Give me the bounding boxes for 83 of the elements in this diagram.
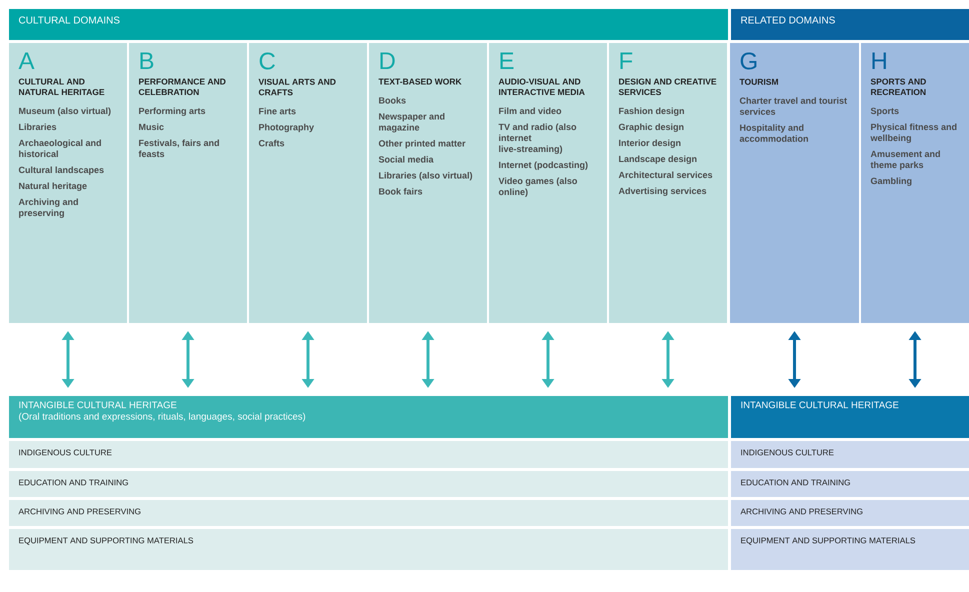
row-text: EQUIPMENT AND SUPPORTING MATERIALS (741, 538, 916, 545)
list-item: Internet (podcasting) (499, 162, 588, 170)
heritage-row (8, 499, 729, 527)
list-item: Social media (378, 156, 434, 163)
column-letter: G (740, 52, 756, 70)
row-text: EDUCATION AND TRAINING (19, 480, 128, 486)
column-letter: C (260, 52, 275, 70)
heritage-row (8, 440, 729, 469)
column-title: CULTURAL AND NATURAL HERITAGE (18, 78, 104, 96)
heritage-row (8, 470, 729, 498)
list-item: Charter travel and tourist services (740, 97, 847, 115)
column-letter: F (620, 52, 632, 70)
list-item: Other printed matter (378, 140, 466, 148)
domain-column (608, 42, 728, 324)
list-item: Festivals, fairs and feasts (138, 140, 219, 158)
list-item: Fine arts (259, 108, 296, 114)
list-item: Libraries (also virtual) (379, 172, 472, 180)
column-title: VISUAL ARTS AND CRAFTS (258, 78, 336, 96)
list-item: Photography (259, 124, 314, 132)
row-text: EQUIPMENT AND SUPPORTING MATERIALS (19, 538, 194, 545)
row-text: ARCHIVING AND PRESERVING (740, 508, 862, 514)
list-item: Graphic design (618, 124, 684, 132)
row-text: INDIGENOUS CULTURE (741, 450, 834, 456)
column-title: PERFORMANCE AND CELEBRATION (138, 78, 226, 96)
list-item: Crafts (258, 140, 284, 146)
column-letter: A (18, 52, 34, 70)
list-item: Fashion design (619, 108, 684, 116)
column-title: AUDIO-VISUAL AND INTERACTIVE MEDIA (498, 78, 585, 96)
list-item: Interior design (619, 140, 680, 148)
domain-column (8, 42, 128, 324)
heritage-row (8, 528, 729, 571)
row-text: EDUCATION AND TRAINING (741, 480, 850, 486)
list-item: Hospitality and accommodation (740, 124, 808, 142)
header-band (730, 8, 969, 41)
list-item: Performing arts (139, 108, 206, 116)
domain-column (860, 42, 969, 324)
list-item: Newspaper and magazine (379, 113, 444, 132)
heritage-row (730, 440, 969, 469)
band-title: INTANGIBLE CULTURAL HERITAGE (19, 402, 176, 408)
list-item: Natural heritage (19, 182, 87, 191)
list-item: Gambling (870, 178, 912, 186)
header-band (8, 8, 729, 41)
domain-column (368, 42, 488, 324)
domain-column (488, 42, 608, 324)
column-letter: B (140, 52, 154, 70)
list-item: Archaeological and historical (18, 140, 101, 158)
list-item: Cultural landscapes (18, 166, 104, 175)
heritage-row (730, 528, 969, 571)
column-letter: H (872, 52, 886, 70)
domain-column (128, 42, 248, 324)
column-title: DESIGN AND CREATIVE SERVICES (618, 78, 716, 96)
list-item: Advertising services (618, 188, 706, 196)
band-title: INTANGIBLE CULTURAL HERITAGE (741, 402, 898, 408)
column-title: SPORTS AND RECREATION (870, 78, 926, 96)
list-item: Music (139, 124, 164, 130)
list-item: Sports (870, 108, 899, 116)
row-text: INDIGENOUS CULTURE (19, 450, 112, 456)
band-title: RELATED DOMAINS (741, 16, 835, 24)
list-item: Landscape design (619, 156, 696, 164)
heritage-row (730, 499, 969, 527)
row-text: ARCHIVING AND PRESERVING (18, 508, 140, 514)
band-title: CULTURAL DOMAINS (19, 16, 120, 24)
list-item: Book fairs (379, 188, 422, 195)
list-item: Museum (also virtual) (19, 108, 111, 116)
list-item: Amusement and theme parks (870, 150, 940, 170)
heritage-row (730, 470, 969, 498)
list-item: Video games (also online) (498, 178, 577, 197)
column-title: TOURISM (740, 78, 778, 85)
list-item: TV and radio (also internet live-streaming) (498, 124, 576, 154)
heritage-header (8, 395, 729, 439)
heritage-header (730, 395, 969, 439)
domain-column (248, 42, 368, 324)
list-item: Libraries (19, 124, 56, 130)
column-letter: E (500, 52, 514, 70)
list-item: Architectural services (618, 172, 712, 178)
list-item: Archiving and preserving (18, 198, 78, 218)
domain-column (729, 42, 860, 324)
column-letter: D (380, 52, 395, 70)
column-title: TEXT-BASED WORK (378, 78, 462, 85)
list-item: Film and video (499, 108, 562, 114)
list-item: Books (379, 97, 406, 104)
list-item: Physical fitness and wellbeing (870, 124, 956, 143)
band-title: (Oral traditions and expressions, rituals, languages, social practices) (19, 412, 306, 422)
